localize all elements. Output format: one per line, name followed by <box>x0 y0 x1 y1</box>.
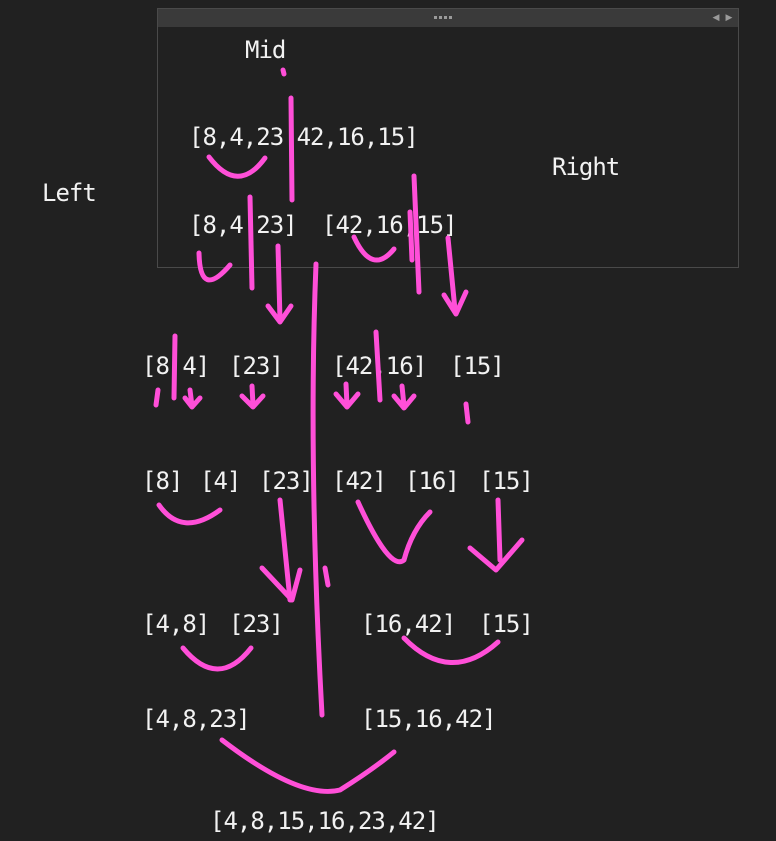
array-original: [8,4,23 42,16,15] <box>189 123 419 151</box>
array-level2-d: [15] <box>450 352 505 380</box>
ink-arrow-r3-b <box>239 383 266 410</box>
ink-arrow-r4-head <box>259 565 303 603</box>
array-level2-a: [8 4] <box>142 352 210 380</box>
ink-arrow-r2-right-head <box>441 289 469 317</box>
array-single-23: [23] <box>259 467 314 495</box>
arrow-right-icon[interactable]: ▶ <box>725 13 733 23</box>
label-mid: Mid <box>245 36 286 64</box>
array-merged-left: [4,8,23] <box>142 705 251 733</box>
drag-handle-icon[interactable] <box>434 16 452 19</box>
ink-mark-r4 <box>322 565 331 588</box>
ink-swoop-r4-a <box>156 502 223 526</box>
ink-arrow-r3-c <box>333 381 361 410</box>
label-right: Right <box>552 153 620 181</box>
arrow-left-icon[interactable]: ◀ <box>712 13 720 23</box>
array-merged-16-42: [16,42] <box>361 610 456 638</box>
array-split-right: [42,16,15] <box>322 211 457 239</box>
ink-swoop-final <box>219 737 397 794</box>
array-merged-right: [15,16,42] <box>361 705 496 733</box>
ink-swoop-r5-left <box>180 645 254 672</box>
ink-arrow-r3-a <box>182 387 203 410</box>
ink-arrow-r3-d <box>391 383 417 411</box>
label-left: Left <box>42 179 97 207</box>
array-merged-23: [23] <box>229 610 284 638</box>
array-merged-15: [15] <box>479 610 534 638</box>
panel-title-bar[interactable]: ◀ ▶ <box>158 9 738 27</box>
array-single-15: [15] <box>479 467 534 495</box>
ink-swoop-r5-right <box>401 635 501 665</box>
array-level2-c: [42,16] <box>332 352 427 380</box>
ink-arrow-r4-right <box>467 497 525 573</box>
ink-center-line <box>310 261 325 718</box>
ink-arrow-r4-shaft <box>277 497 293 603</box>
array-single-42: [42] <box>332 467 387 495</box>
array-merged-4-8: [4,8] <box>142 610 210 638</box>
array-single-4: [4] <box>200 467 241 495</box>
array-single-8: [8] <box>142 467 183 495</box>
array-level2-b: [23] <box>229 352 284 380</box>
ink-arrow-r2-head <box>265 303 294 325</box>
array-sorted-result: [4,8,15,16,23,42] <box>210 807 440 835</box>
ink-arrow-r3-e <box>463 401 471 425</box>
ink-tick-r3 <box>153 387 161 408</box>
array-split-left: [8,4 23] <box>189 211 298 239</box>
panel-nav: ◀ ▶ <box>711 12 734 24</box>
ink-swoop-r4-b <box>355 499 433 565</box>
array-single-16: [16] <box>405 467 460 495</box>
